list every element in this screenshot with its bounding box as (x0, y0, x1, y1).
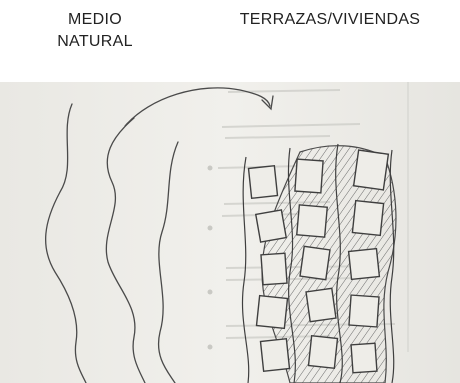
housing-block (300, 246, 330, 279)
housing-block (261, 339, 290, 372)
housing-block (309, 336, 338, 369)
housing-block (352, 201, 383, 236)
housing-block (349, 249, 380, 280)
natural-label-line-1: MEDIO (40, 9, 150, 31)
terraces-housing-label: TERRAZAS/VIVIENDAS (200, 9, 460, 31)
natural-environment-label: MEDIO NATURAL (40, 9, 150, 53)
housing-block (249, 166, 278, 199)
housing-block (354, 150, 389, 190)
housing-block (297, 205, 328, 237)
housing-block (306, 288, 336, 321)
housing-block (261, 253, 287, 285)
housing-block (349, 295, 379, 327)
housing-block (351, 343, 377, 373)
housing-block (256, 210, 286, 242)
terraces-sketch (242, 144, 395, 383)
housing-block (295, 159, 323, 193)
natural-label-line-2: NATURAL (40, 31, 150, 53)
housing-block (257, 296, 288, 329)
pencil-sketch (0, 82, 460, 383)
